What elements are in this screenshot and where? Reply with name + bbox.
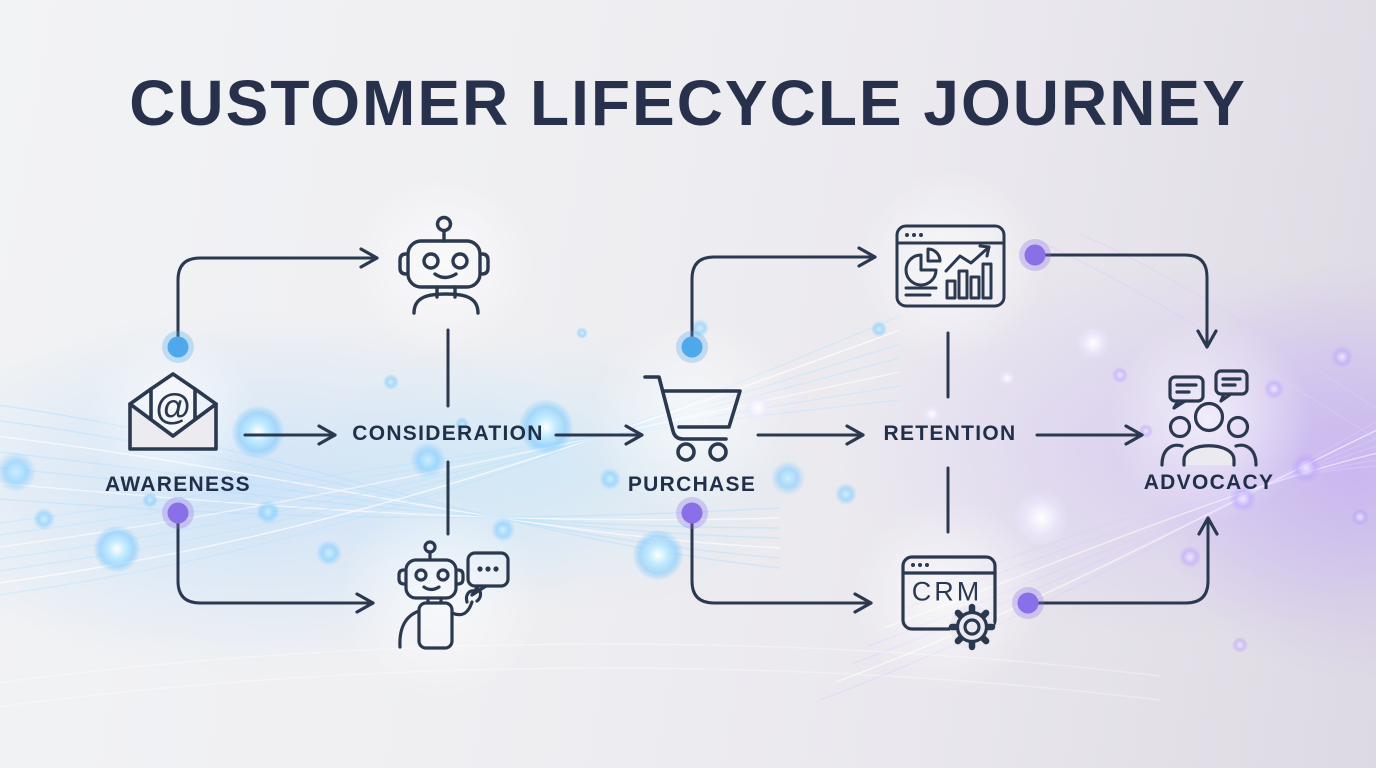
branch-awareness-to-chatbot bbox=[176, 247, 379, 348]
branch-purchase-to-crm bbox=[690, 511, 873, 614]
analytics-dashboard-icon bbox=[895, 224, 1006, 308]
robot-head-icon bbox=[398, 215, 490, 315]
chat-bubble-glyph bbox=[466, 551, 510, 597]
purple-dot bbox=[162, 497, 194, 529]
crm-label: CRM bbox=[911, 576, 983, 607]
bar-chart-glyph bbox=[945, 262, 993, 300]
shopping-cart-icon bbox=[643, 375, 742, 462]
at-symbol-glyph: @ bbox=[155, 386, 190, 427]
branch-crm-to-advocacy bbox=[1037, 516, 1219, 605]
purple-dot bbox=[676, 497, 708, 529]
trend-line-glyph bbox=[944, 245, 991, 273]
blue-dot bbox=[162, 331, 194, 363]
connector-dots bbox=[162, 239, 1051, 619]
blue-dot bbox=[676, 331, 708, 363]
stage-label-awareness: AWARENESS bbox=[105, 473, 251, 496]
branch-dashboard-to-advocacy bbox=[1044, 253, 1218, 349]
stage-label-advocacy: ADVOCACY bbox=[1143, 471, 1275, 494]
page-title: CUSTOMER LIFECYCLE JOURNEY bbox=[129, 67, 1247, 139]
gear-icon bbox=[948, 603, 996, 651]
email-envelope-icon: @ bbox=[128, 372, 218, 451]
pie-slice-glyph bbox=[926, 247, 942, 263]
branch-awareness-to-assistant bbox=[176, 511, 375, 614]
branch-purchase-to-dashboard bbox=[690, 246, 877, 348]
speech-bubble-left-glyph bbox=[1168, 375, 1205, 410]
people-testimonials-icon bbox=[1160, 369, 1258, 467]
flow-connectors bbox=[176, 246, 1219, 614]
purple-dot bbox=[1012, 587, 1044, 619]
stage-label-retention: RETENTION bbox=[883, 422, 1017, 445]
pie-chart-glyph bbox=[904, 253, 938, 287]
stage-label-consideration: CONSIDERATION bbox=[352, 422, 544, 445]
crm-window-gear-icon bbox=[901, 555, 997, 651]
speech-bubble-right-glyph bbox=[1214, 369, 1249, 403]
stage-label-purchase: PURCHASE bbox=[627, 473, 757, 496]
robot-waving-chat-icon bbox=[397, 540, 510, 650]
purple-dot bbox=[1019, 239, 1051, 271]
